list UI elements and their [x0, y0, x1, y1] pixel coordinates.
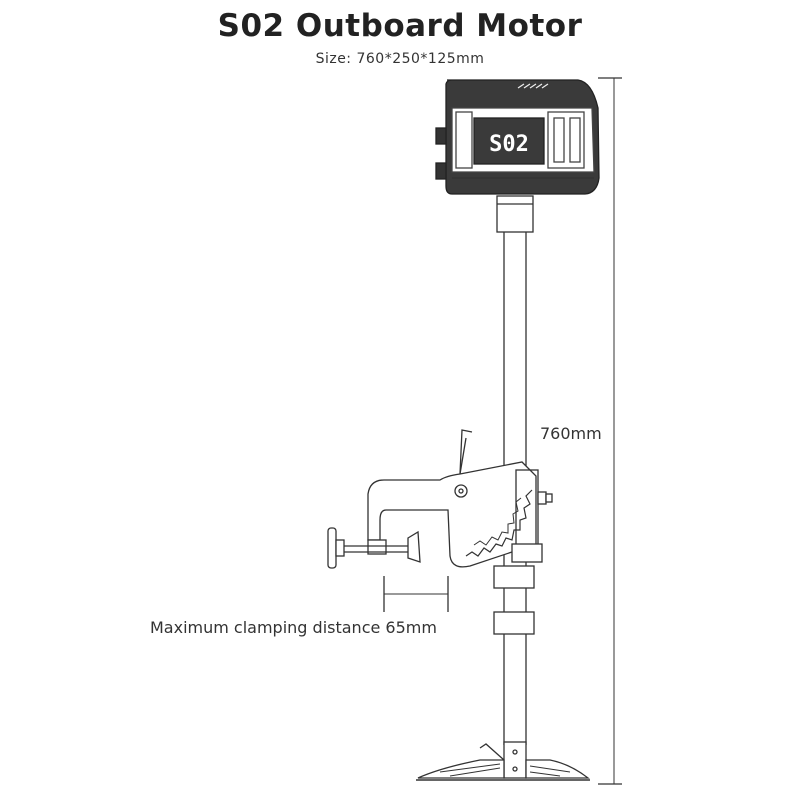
- height-dimension-label: 760mm: [540, 424, 602, 443]
- motor-head: [435, 79, 600, 195]
- clamp-dimension-line: [383, 576, 449, 612]
- connector-top: [435, 127, 447, 145]
- clamp-screw: [327, 527, 421, 569]
- lcd-display-text: S02: [489, 132, 529, 157]
- height-dimension-line: [598, 77, 622, 785]
- shaft-collar-upper: [493, 565, 535, 589]
- clamp-dimension-label: Maximum clamping distance 65mm: [150, 618, 437, 637]
- shaft-collar-lower: [493, 611, 535, 635]
- shaft-collar: [496, 195, 534, 233]
- lcd-display: [473, 117, 545, 165]
- connector-bottom: [435, 162, 447, 180]
- clamp-bracket: [367, 461, 553, 568]
- lower-unit: [416, 741, 590, 781]
- size-label: Size: 760*250*125mm: [315, 51, 485, 67]
- page-title: S02 Outboard Motor: [217, 8, 583, 44]
